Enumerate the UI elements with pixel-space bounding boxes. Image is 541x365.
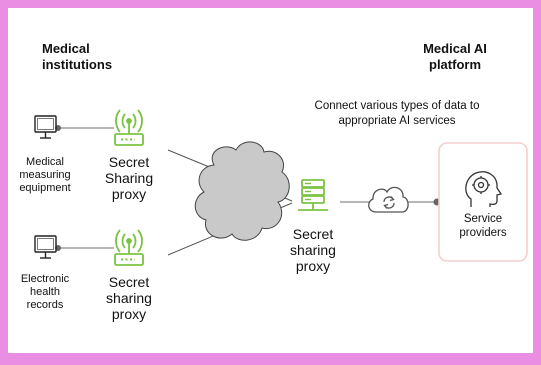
heading-medical-ai-platform: Medical AI platform xyxy=(423,41,487,72)
server-icon xyxy=(298,179,328,211)
label-proxy-bottom: Secret sharing proxy xyxy=(106,274,152,322)
label-proxy-top: Secret Sharing proxy xyxy=(104,154,154,202)
heading-medical-institutions: Medical institutions xyxy=(42,41,113,72)
ai-head-icon xyxy=(465,171,503,207)
monitor-icon xyxy=(34,115,57,139)
wireless-router-icon xyxy=(114,229,144,266)
service-providers-box xyxy=(438,142,528,262)
network-cloud xyxy=(194,141,290,241)
label-proxy-platform: Secret sharing proxy xyxy=(290,226,336,274)
label-electronic-health-records: Electronic health records xyxy=(20,273,70,311)
monitor-icon xyxy=(34,235,57,259)
label-service-providers: Service providers xyxy=(459,213,507,239)
cloud-sync-icon xyxy=(368,186,409,213)
label-medical-measuring-equipment: Medical measuring equipment xyxy=(19,156,71,194)
wireless-router-icon xyxy=(114,109,144,146)
caption-connect-data: Connect various types of data to appropr… xyxy=(314,100,480,127)
